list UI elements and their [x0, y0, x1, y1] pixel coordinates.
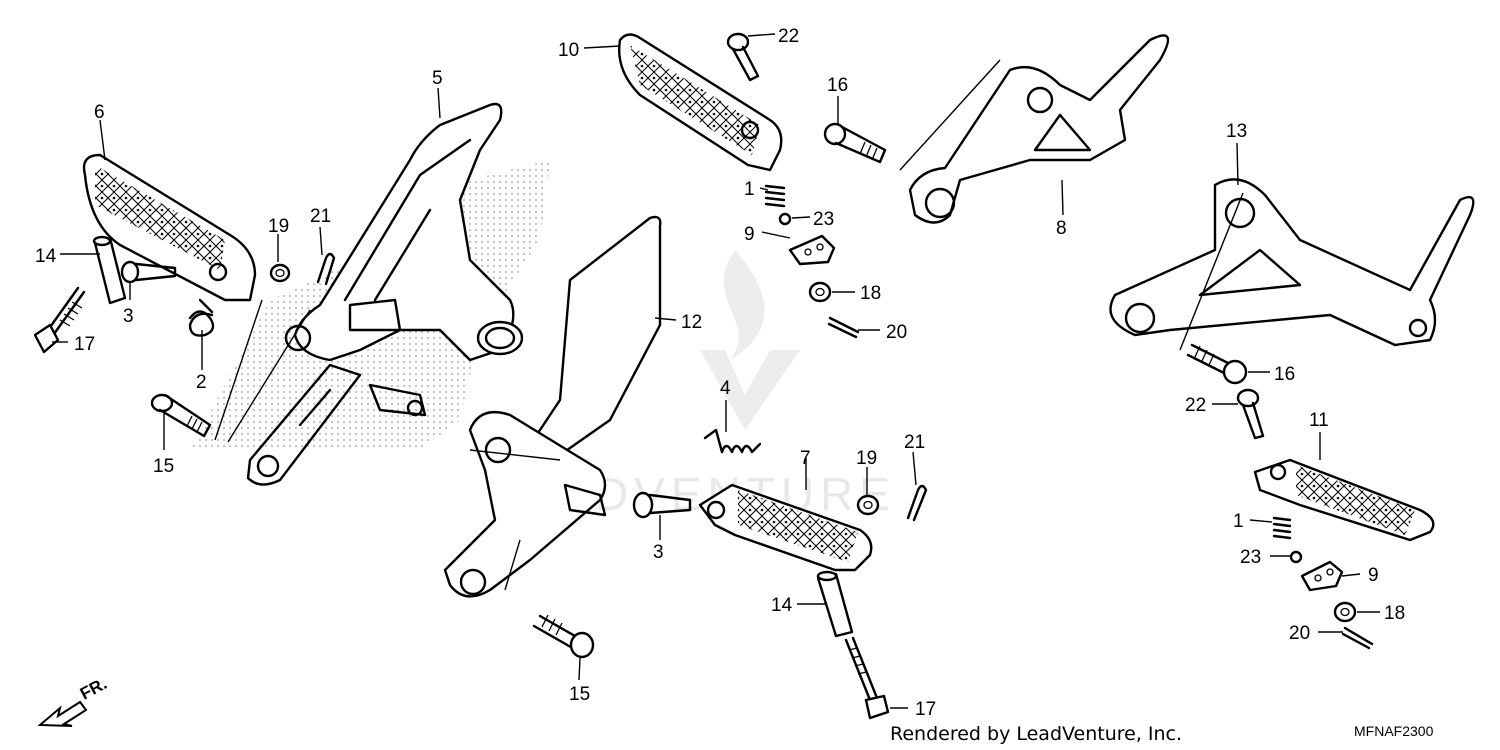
collar-14-bottom [816, 570, 854, 638]
callout-2: 2 [196, 372, 207, 393]
front-arrow-icon [37, 700, 88, 727]
bolt-16-top [823, 122, 887, 164]
washer-19-mid [856, 494, 880, 516]
callout-10: 10 [558, 40, 579, 61]
callout-15-left: 15 [153, 456, 174, 477]
bracket-13 [1109, 178, 1475, 347]
plate-9-bottom [1300, 560, 1344, 592]
spring-2 [188, 298, 215, 337]
footpeg-6 [82, 153, 257, 302]
callout-16-top: 16 [827, 75, 848, 96]
footpeg-7 [698, 483, 873, 572]
cotter-20-bottom [1341, 626, 1374, 650]
callout-14-bottom: 14 [771, 595, 793, 616]
callout-20-bottom: 20 [1289, 623, 1310, 644]
callout-19-left: 19 [268, 216, 289, 237]
callout-13: 13 [1226, 121, 1247, 142]
callout-4: 4 [720, 378, 731, 399]
bolt-15-left [150, 393, 212, 438]
cotter-20-top [827, 316, 860, 339]
callout-14-left: 14 [35, 246, 57, 267]
callout-6: 6 [94, 102, 105, 123]
footpeg-10 [618, 33, 783, 172]
callout-1-bottom: 1 [1233, 511, 1244, 532]
callout-18-top: 18 [860, 283, 881, 304]
washer-19-left [269, 263, 291, 283]
callout-23-top: 23 [813, 209, 834, 230]
footpeg-11 [1253, 458, 1435, 542]
callout-21-mid: 21 [904, 432, 925, 453]
bolt-17-bottom [844, 636, 890, 720]
spring-1-top [764, 184, 786, 208]
front-label: FR. [77, 674, 110, 704]
bolt-16-right [1186, 343, 1248, 385]
callout-3-left: 3 [123, 306, 134, 327]
cotter-21-left [316, 252, 336, 286]
callout-12: 12 [681, 312, 702, 333]
callout-16-right: 16 [1274, 364, 1295, 385]
callout-1-top: 1 [744, 179, 755, 200]
callout-5: 5 [432, 68, 443, 89]
callout-17-bottom: 17 [915, 699, 936, 720]
pin-22-right [1236, 388, 1265, 440]
bolt-15-bottom [532, 614, 595, 659]
pin-22-top [726, 32, 760, 82]
callout-7: 7 [800, 448, 811, 469]
pin-3-bottom [632, 491, 692, 519]
spring-1-bottom [1272, 516, 1292, 540]
callout-19-mid: 19 [856, 448, 877, 469]
bolt-17-left [33, 286, 86, 354]
ball-23-top [778, 212, 792, 226]
collar-14-left [92, 235, 127, 305]
heel-plate-12 [443, 215, 662, 598]
callout-17-left: 17 [74, 334, 95, 355]
callout-23-bottom: 23 [1240, 547, 1261, 568]
bracket-5 [246, 102, 524, 486]
diagram-code: MFNAF2300 [1354, 723, 1434, 739]
callout-11: 11 [1309, 410, 1329, 431]
callout-22-right: 22 [1185, 395, 1206, 416]
callout-3-bottom: 3 [653, 542, 664, 563]
front-indicator: FR. [37, 674, 110, 727]
bracket-8 [908, 34, 1170, 224]
callout-9-top: 9 [744, 224, 755, 245]
footer-credit: Rendered by LeadVenture, Inc. [890, 723, 1182, 745]
callout-9-bottom: 9 [1368, 565, 1379, 586]
leader-lines [52, 33, 1380, 709]
callout-21-left: 21 [310, 206, 331, 227]
nut-18-bottom [1333, 601, 1357, 623]
callout-8: 8 [1056, 218, 1067, 239]
nut-18-top [808, 281, 832, 303]
callout-18-bottom: 18 [1384, 603, 1405, 624]
ball-23-bottom [1289, 550, 1303, 564]
callout-15-bottom: 15 [569, 684, 590, 705]
cotter-21-mid [906, 484, 928, 522]
callout-20-top: 20 [886, 322, 907, 343]
callout-labels: 6 5 14 3 17 2 19 21 15 10 22 16 1 23 8 9… [35, 26, 1405, 720]
spring-4 [703, 428, 762, 454]
callout-22-top: 22 [778, 26, 799, 47]
plate-9-top [788, 234, 836, 266]
